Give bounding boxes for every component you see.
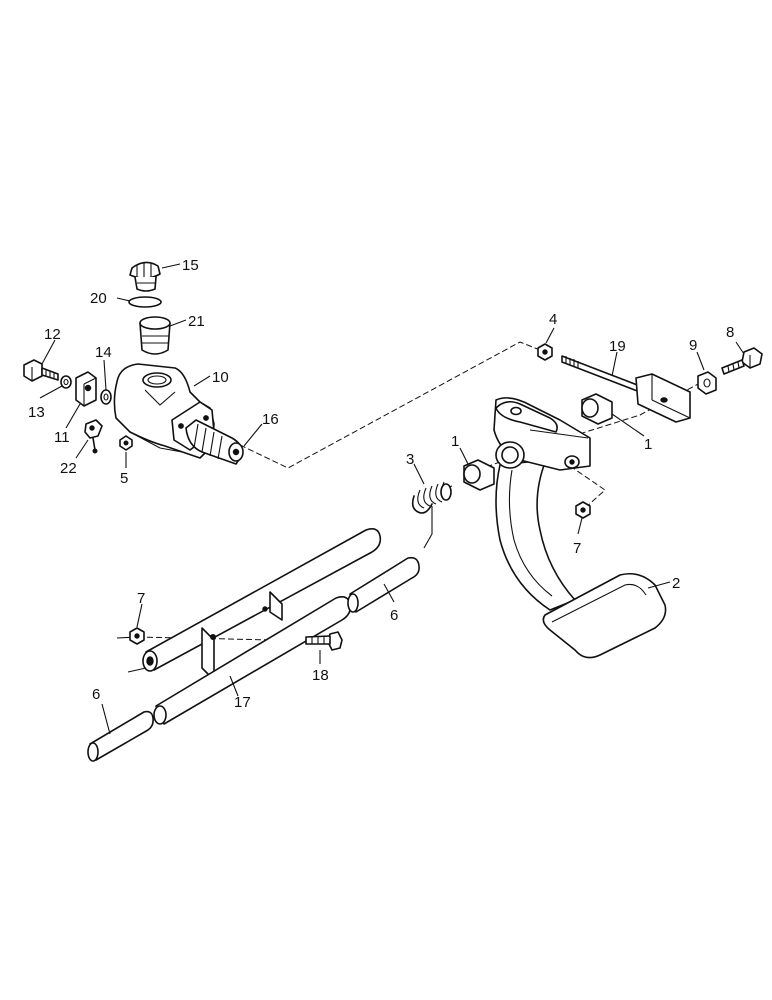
callout-22: 22 bbox=[60, 460, 77, 477]
spacer-part-9 bbox=[697, 371, 717, 395]
fitting-block-part bbox=[75, 371, 97, 407]
callout-16: 16 bbox=[262, 411, 279, 428]
callout-7-right: 7 bbox=[573, 540, 581, 557]
callout-3: 3 bbox=[406, 451, 414, 468]
bolt-part-18 bbox=[305, 631, 343, 651]
bushing-part-left bbox=[463, 459, 495, 491]
bolt-part-12 bbox=[23, 359, 59, 382]
seal-ring-part bbox=[128, 296, 162, 308]
callout-20: 20 bbox=[90, 290, 107, 307]
callout-1-left: 1 bbox=[451, 433, 459, 450]
return-spring-part bbox=[411, 481, 453, 549]
pushrod-part bbox=[561, 355, 691, 423]
callout-8: 8 bbox=[726, 324, 734, 341]
callout-17: 17 bbox=[234, 694, 251, 711]
cross-shaft-part bbox=[116, 528, 382, 681]
callout-6-right: 6 bbox=[390, 607, 398, 624]
callout-5: 5 bbox=[120, 470, 128, 487]
callout-13: 13 bbox=[28, 404, 45, 421]
callout-14: 14 bbox=[95, 344, 112, 361]
callout-4: 4 bbox=[549, 311, 557, 328]
bleed-nipple-part bbox=[84, 419, 103, 454]
callout-9: 9 bbox=[689, 337, 697, 354]
nut-part-7-right bbox=[575, 501, 591, 519]
callout-19: 19 bbox=[609, 338, 626, 355]
nut-part-5 bbox=[119, 435, 133, 451]
assembly-line-pedal-axis bbox=[477, 382, 701, 471]
callout-6-left: 6 bbox=[92, 686, 100, 703]
reservoir-part bbox=[139, 316, 171, 355]
washer-part-13 bbox=[60, 375, 72, 389]
filler-cap-part bbox=[129, 261, 161, 292]
assembly-line-nut-7 bbox=[569, 465, 606, 509]
washer-part-14 bbox=[100, 389, 112, 405]
callout-7-left: 7 bbox=[137, 590, 145, 607]
roller-sleeve-part-left bbox=[87, 710, 154, 762]
callout-15: 15 bbox=[182, 257, 199, 274]
callout-10: 10 bbox=[212, 369, 229, 386]
nut-part-7-left bbox=[129, 627, 145, 645]
leader-lines bbox=[39, 263, 745, 735]
bushing-part-right bbox=[581, 393, 613, 425]
callout-1-right: 1 bbox=[644, 436, 652, 453]
callout-11: 11 bbox=[54, 429, 70, 446]
nut-part-4 bbox=[537, 343, 553, 361]
callout-21: 21 bbox=[188, 313, 205, 330]
bolt-part-8 bbox=[721, 347, 763, 375]
callout-18: 18 bbox=[312, 667, 329, 684]
assembly-line-cylinder-to-rod bbox=[239, 341, 546, 469]
clutch-pedal-part bbox=[493, 397, 667, 659]
assembly-line-bolt-18 bbox=[137, 636, 319, 642]
callout-12: 12 bbox=[44, 326, 61, 343]
callout-2: 2 bbox=[672, 575, 680, 592]
roller-sleeve-part-right bbox=[347, 556, 420, 613]
rubber-boot-part bbox=[185, 419, 244, 465]
